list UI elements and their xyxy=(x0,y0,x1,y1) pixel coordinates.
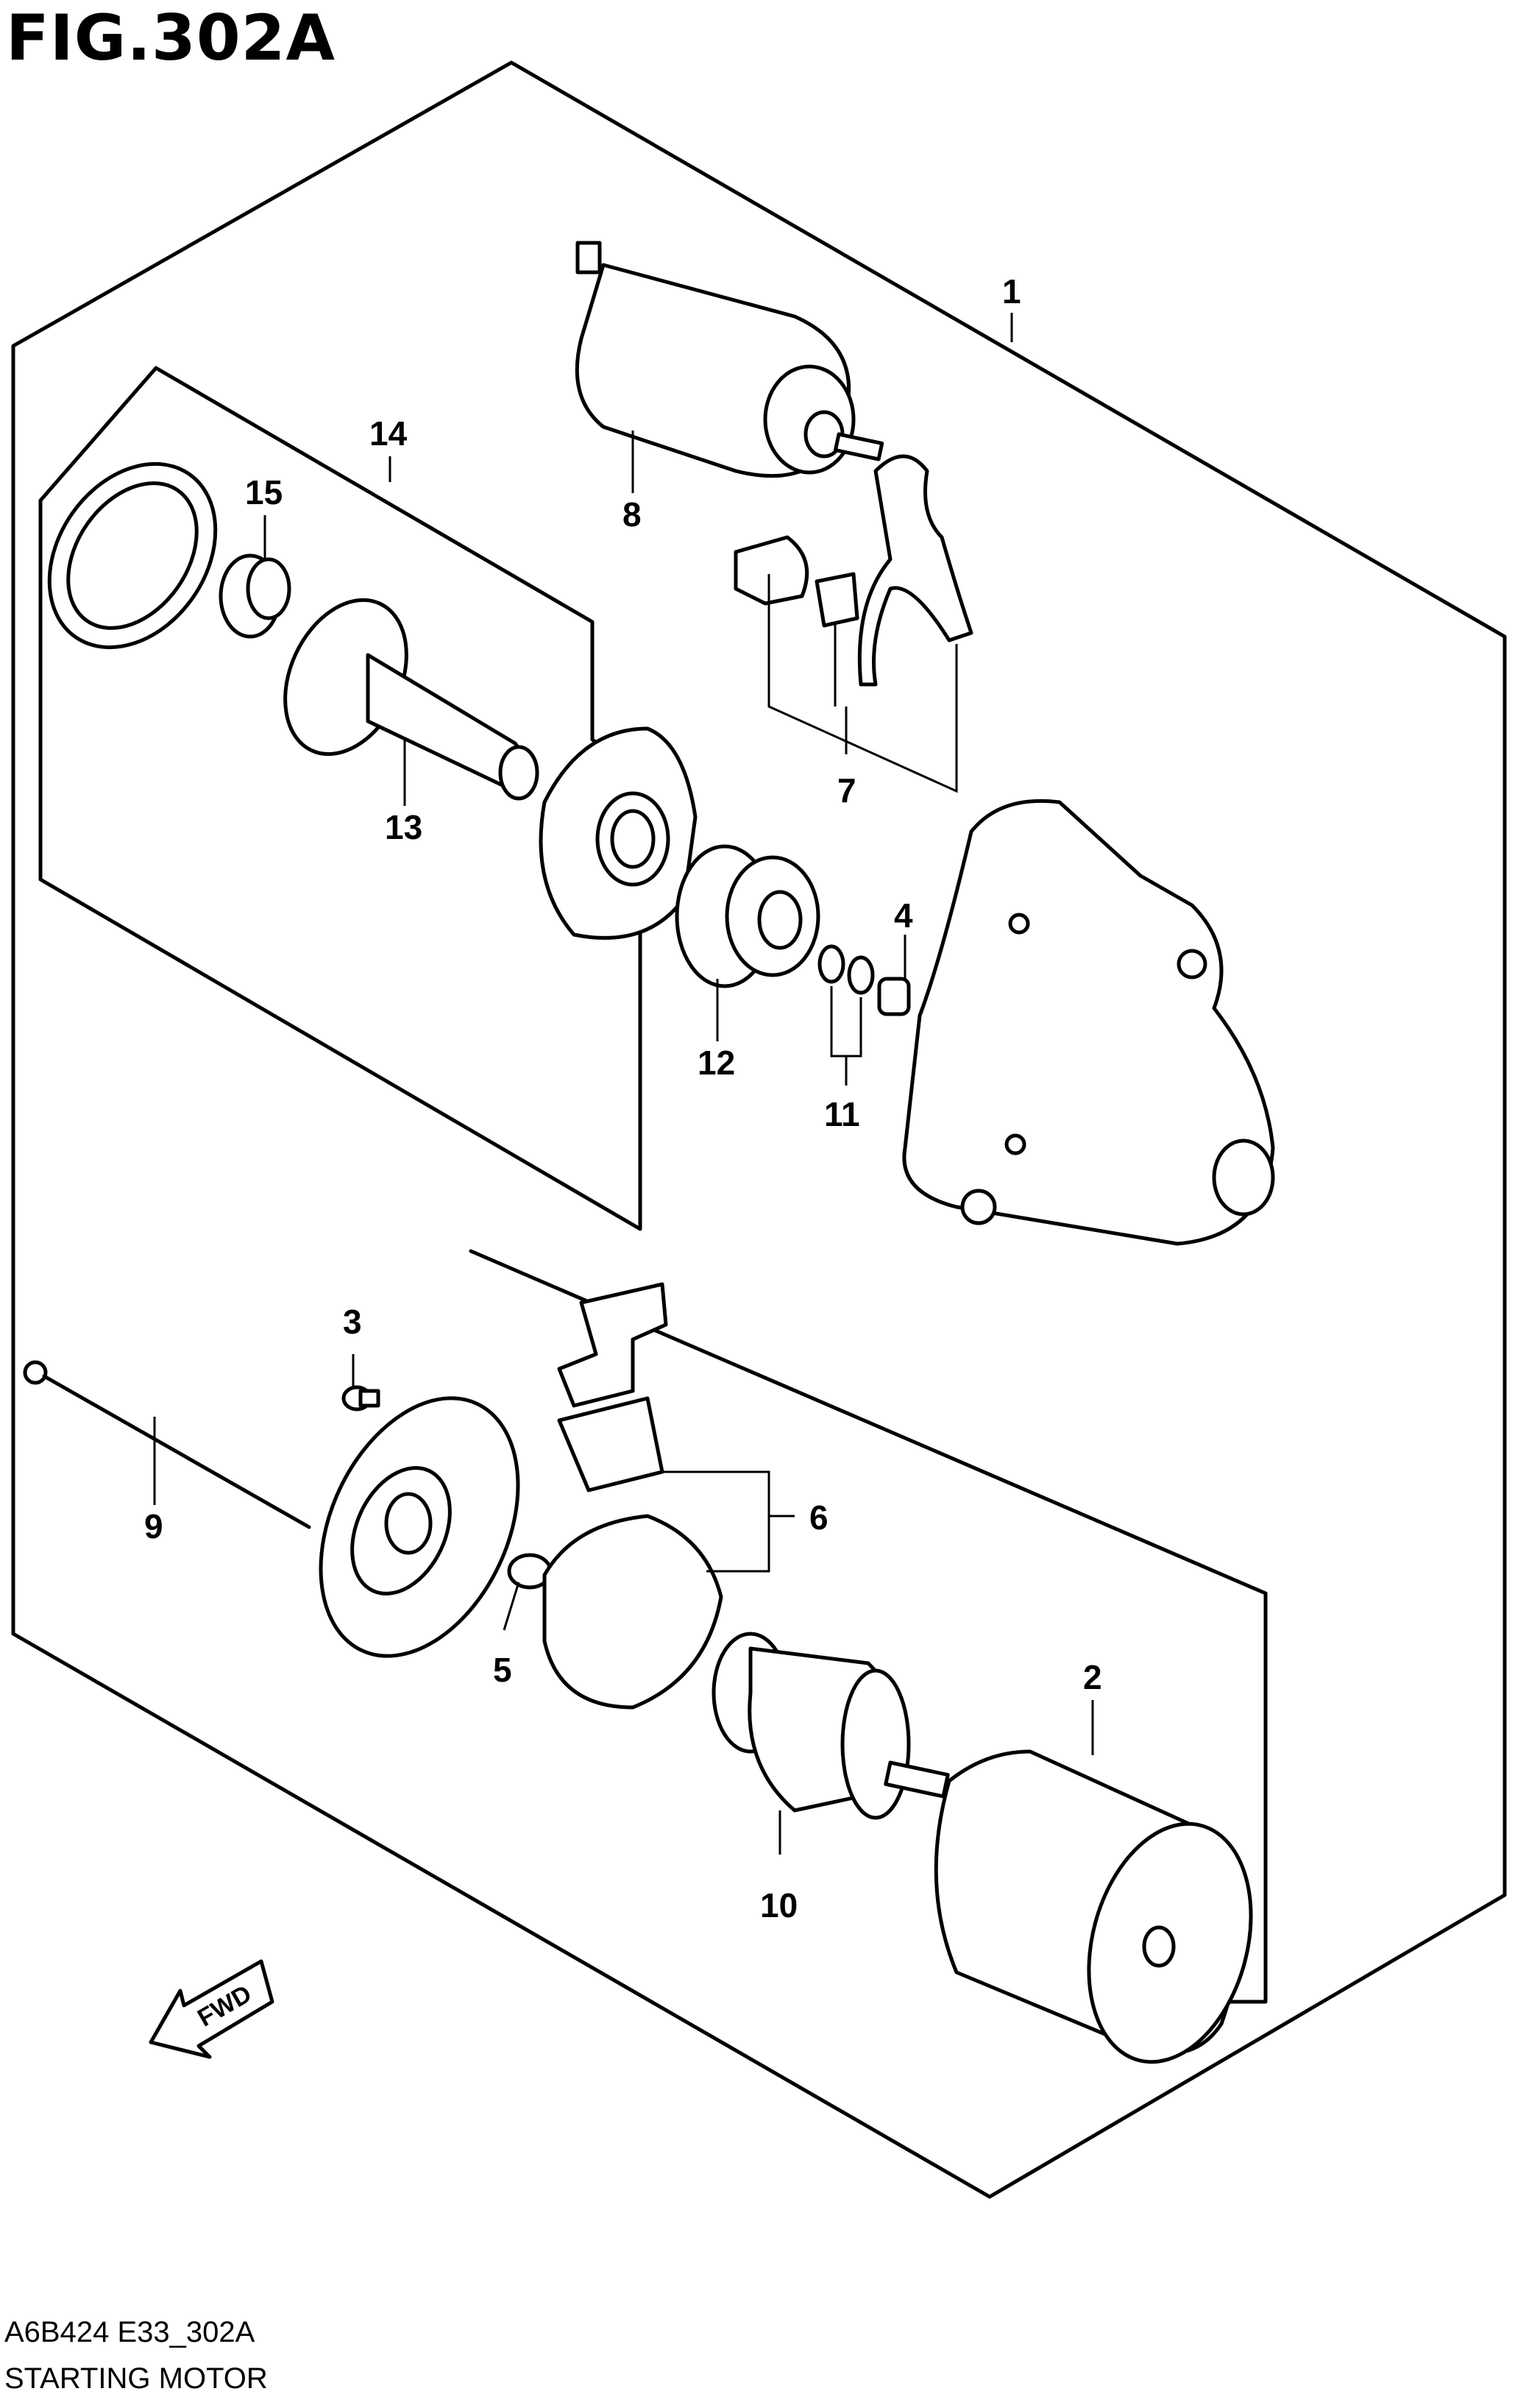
callout-8: 8 xyxy=(622,495,642,534)
callout-9: 9 xyxy=(144,1507,163,1545)
figure-name: STARTING MOTOR xyxy=(4,2362,268,2395)
leader-lines xyxy=(153,313,1094,1855)
callout-2: 2 xyxy=(1083,1658,1102,1696)
callout-14: 14 xyxy=(369,414,408,453)
end-frame-part xyxy=(319,1396,520,1658)
assembly-bracket-1 xyxy=(11,60,1507,2199)
figure-title: FIG.302A xyxy=(6,1,336,75)
callout-7: 7 xyxy=(837,771,856,810)
fwd-arrow-icon: FWD xyxy=(149,1959,274,2059)
pinion-part xyxy=(675,844,820,988)
callout-3: 3 xyxy=(343,1303,362,1341)
callout-13: 13 xyxy=(385,808,422,846)
rings-part xyxy=(817,944,911,1016)
callout-6: 6 xyxy=(809,1498,829,1537)
small-gear-part xyxy=(219,553,291,639)
seal-ring-part xyxy=(47,461,218,650)
armature-part xyxy=(712,1632,950,1820)
brush-holder-part xyxy=(542,1282,723,1710)
callout-10: 10 xyxy=(760,1886,798,1924)
callout-11: 11 xyxy=(824,1095,860,1133)
yoke-part xyxy=(934,1749,1253,2064)
housing-cover-part xyxy=(539,726,698,940)
callout-5: 5 xyxy=(493,1651,512,1689)
lever-parts xyxy=(734,454,973,687)
callout-4: 4 xyxy=(894,896,913,935)
solenoid-part xyxy=(575,241,884,478)
group-bracket-lower xyxy=(469,1249,1268,2004)
screw-part xyxy=(341,1385,380,1412)
front-housing-part xyxy=(902,798,1275,1246)
callout-1: 1 xyxy=(1002,272,1021,311)
drive-shaft-part xyxy=(283,598,539,801)
callout-12: 12 xyxy=(698,1044,735,1082)
figure-code: A6B424 E33_302A xyxy=(4,2316,255,2348)
through-bolt-part xyxy=(23,1360,311,1529)
callout-15: 15 xyxy=(245,473,283,511)
